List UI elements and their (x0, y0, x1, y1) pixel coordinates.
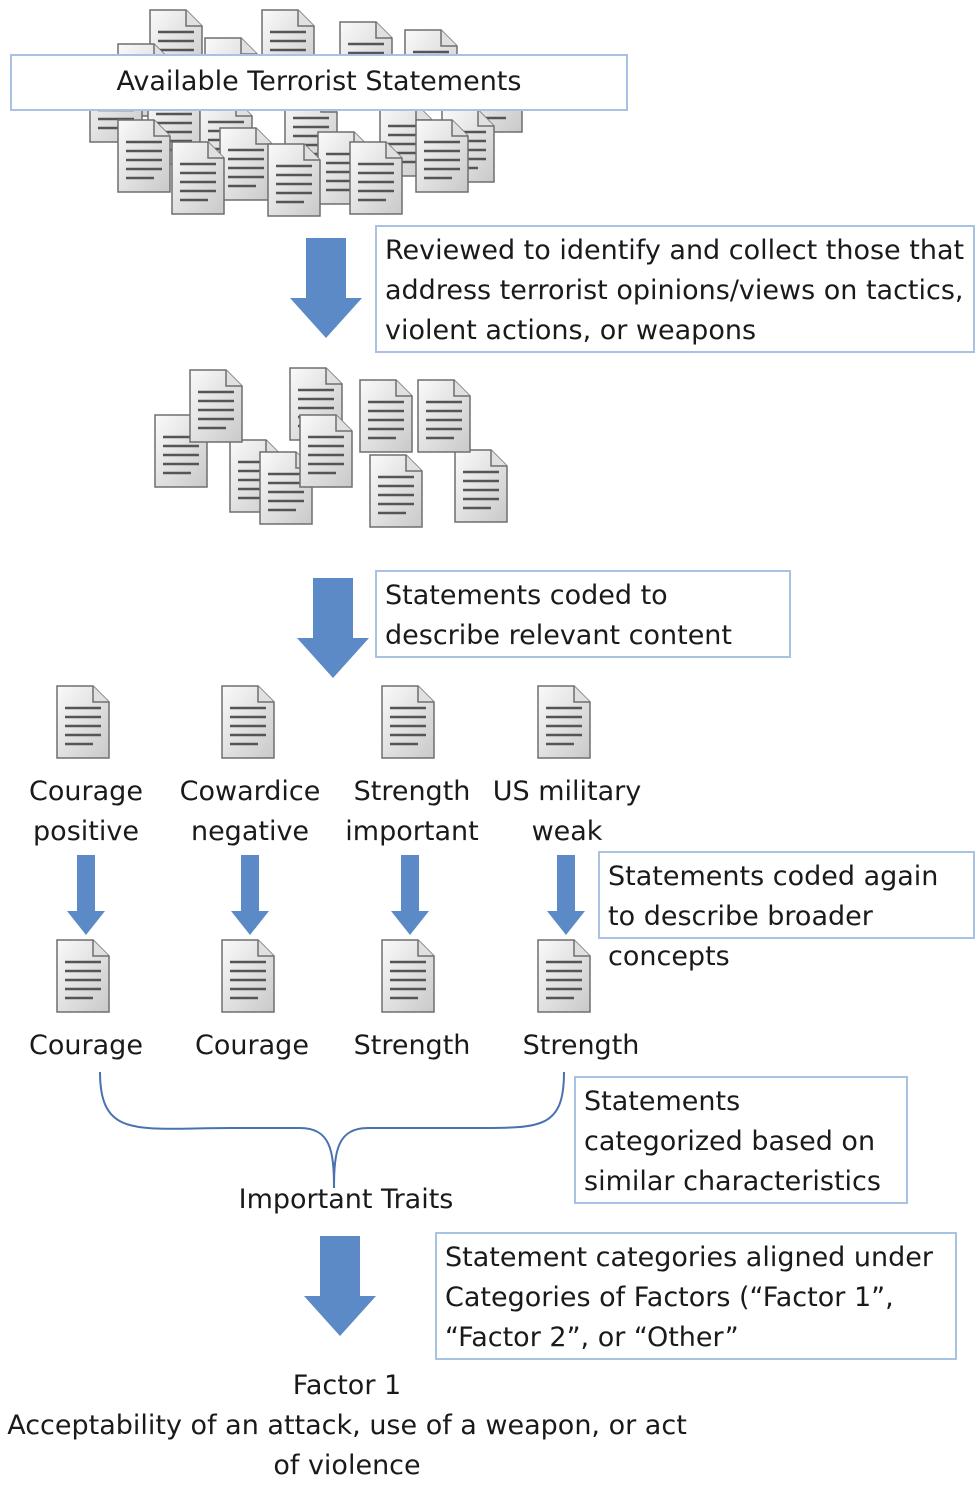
coded-documents-row (55, 684, 592, 760)
align-step-box: Statement categories aligned under Categ… (435, 1232, 957, 1360)
flow-arrow-1 (290, 238, 362, 338)
concept-label-3: Strength (353, 1030, 471, 1061)
coding-step-box: Statements coded to describe relevant co… (375, 570, 791, 658)
factor-title: Factor 1 (292, 1370, 402, 1401)
coding-step-text: Statements coded to describe relevant co… (385, 580, 733, 651)
code-arrow-1 (67, 855, 105, 935)
grouping-brace (99, 1071, 565, 1189)
categorize-step-box: Statements categorized based on similar … (574, 1076, 908, 1204)
concept-documents-row (55, 938, 592, 1014)
code-label-3: Strength important (345, 776, 479, 847)
category-label: Important Traits (238, 1184, 454, 1215)
recoding-step-text: Statements coded again to describe broad… (608, 861, 939, 972)
concept-label-4: Strength (522, 1030, 640, 1061)
flow-arrow-3 (304, 1236, 376, 1336)
code-arrow-2 (231, 855, 269, 935)
code-arrow-4 (547, 855, 585, 935)
review-step-text: Reviewed to identify and collect those t… (385, 235, 965, 346)
align-step-text: Statement categories aligned under Categ… (445, 1242, 933, 1353)
concept-label-1: Courage (29, 1030, 143, 1061)
flow-arrow-2 (297, 578, 369, 678)
factor-block: Factor 1 Acceptability of an attack, use… (0, 1366, 694, 1486)
review-step-box: Reviewed to identify and collect those t… (375, 225, 975, 353)
concept-label-2: Courage (195, 1030, 309, 1061)
code-label-2: Cowardice negative (179, 776, 321, 847)
available-statements-box: Available Terrorist Statements (10, 54, 628, 111)
top-document-pile (88, 8, 524, 218)
middle-document-pile (153, 366, 509, 529)
code-label-1: Courage positive (29, 776, 143, 847)
factor-description-line2: of violence (273, 1450, 421, 1481)
available-statements-label: Available Terrorist Statements (116, 66, 522, 97)
recoding-step-box: Statements coded again to describe broad… (598, 851, 975, 972)
code-arrow-3 (391, 855, 429, 935)
factor-description-line1: Acceptability of an attack, use of a wea… (7, 1410, 687, 1441)
code-label-4: US military weak (492, 776, 642, 847)
categorize-step-text: Statements categorized based on similar … (584, 1086, 881, 1197)
